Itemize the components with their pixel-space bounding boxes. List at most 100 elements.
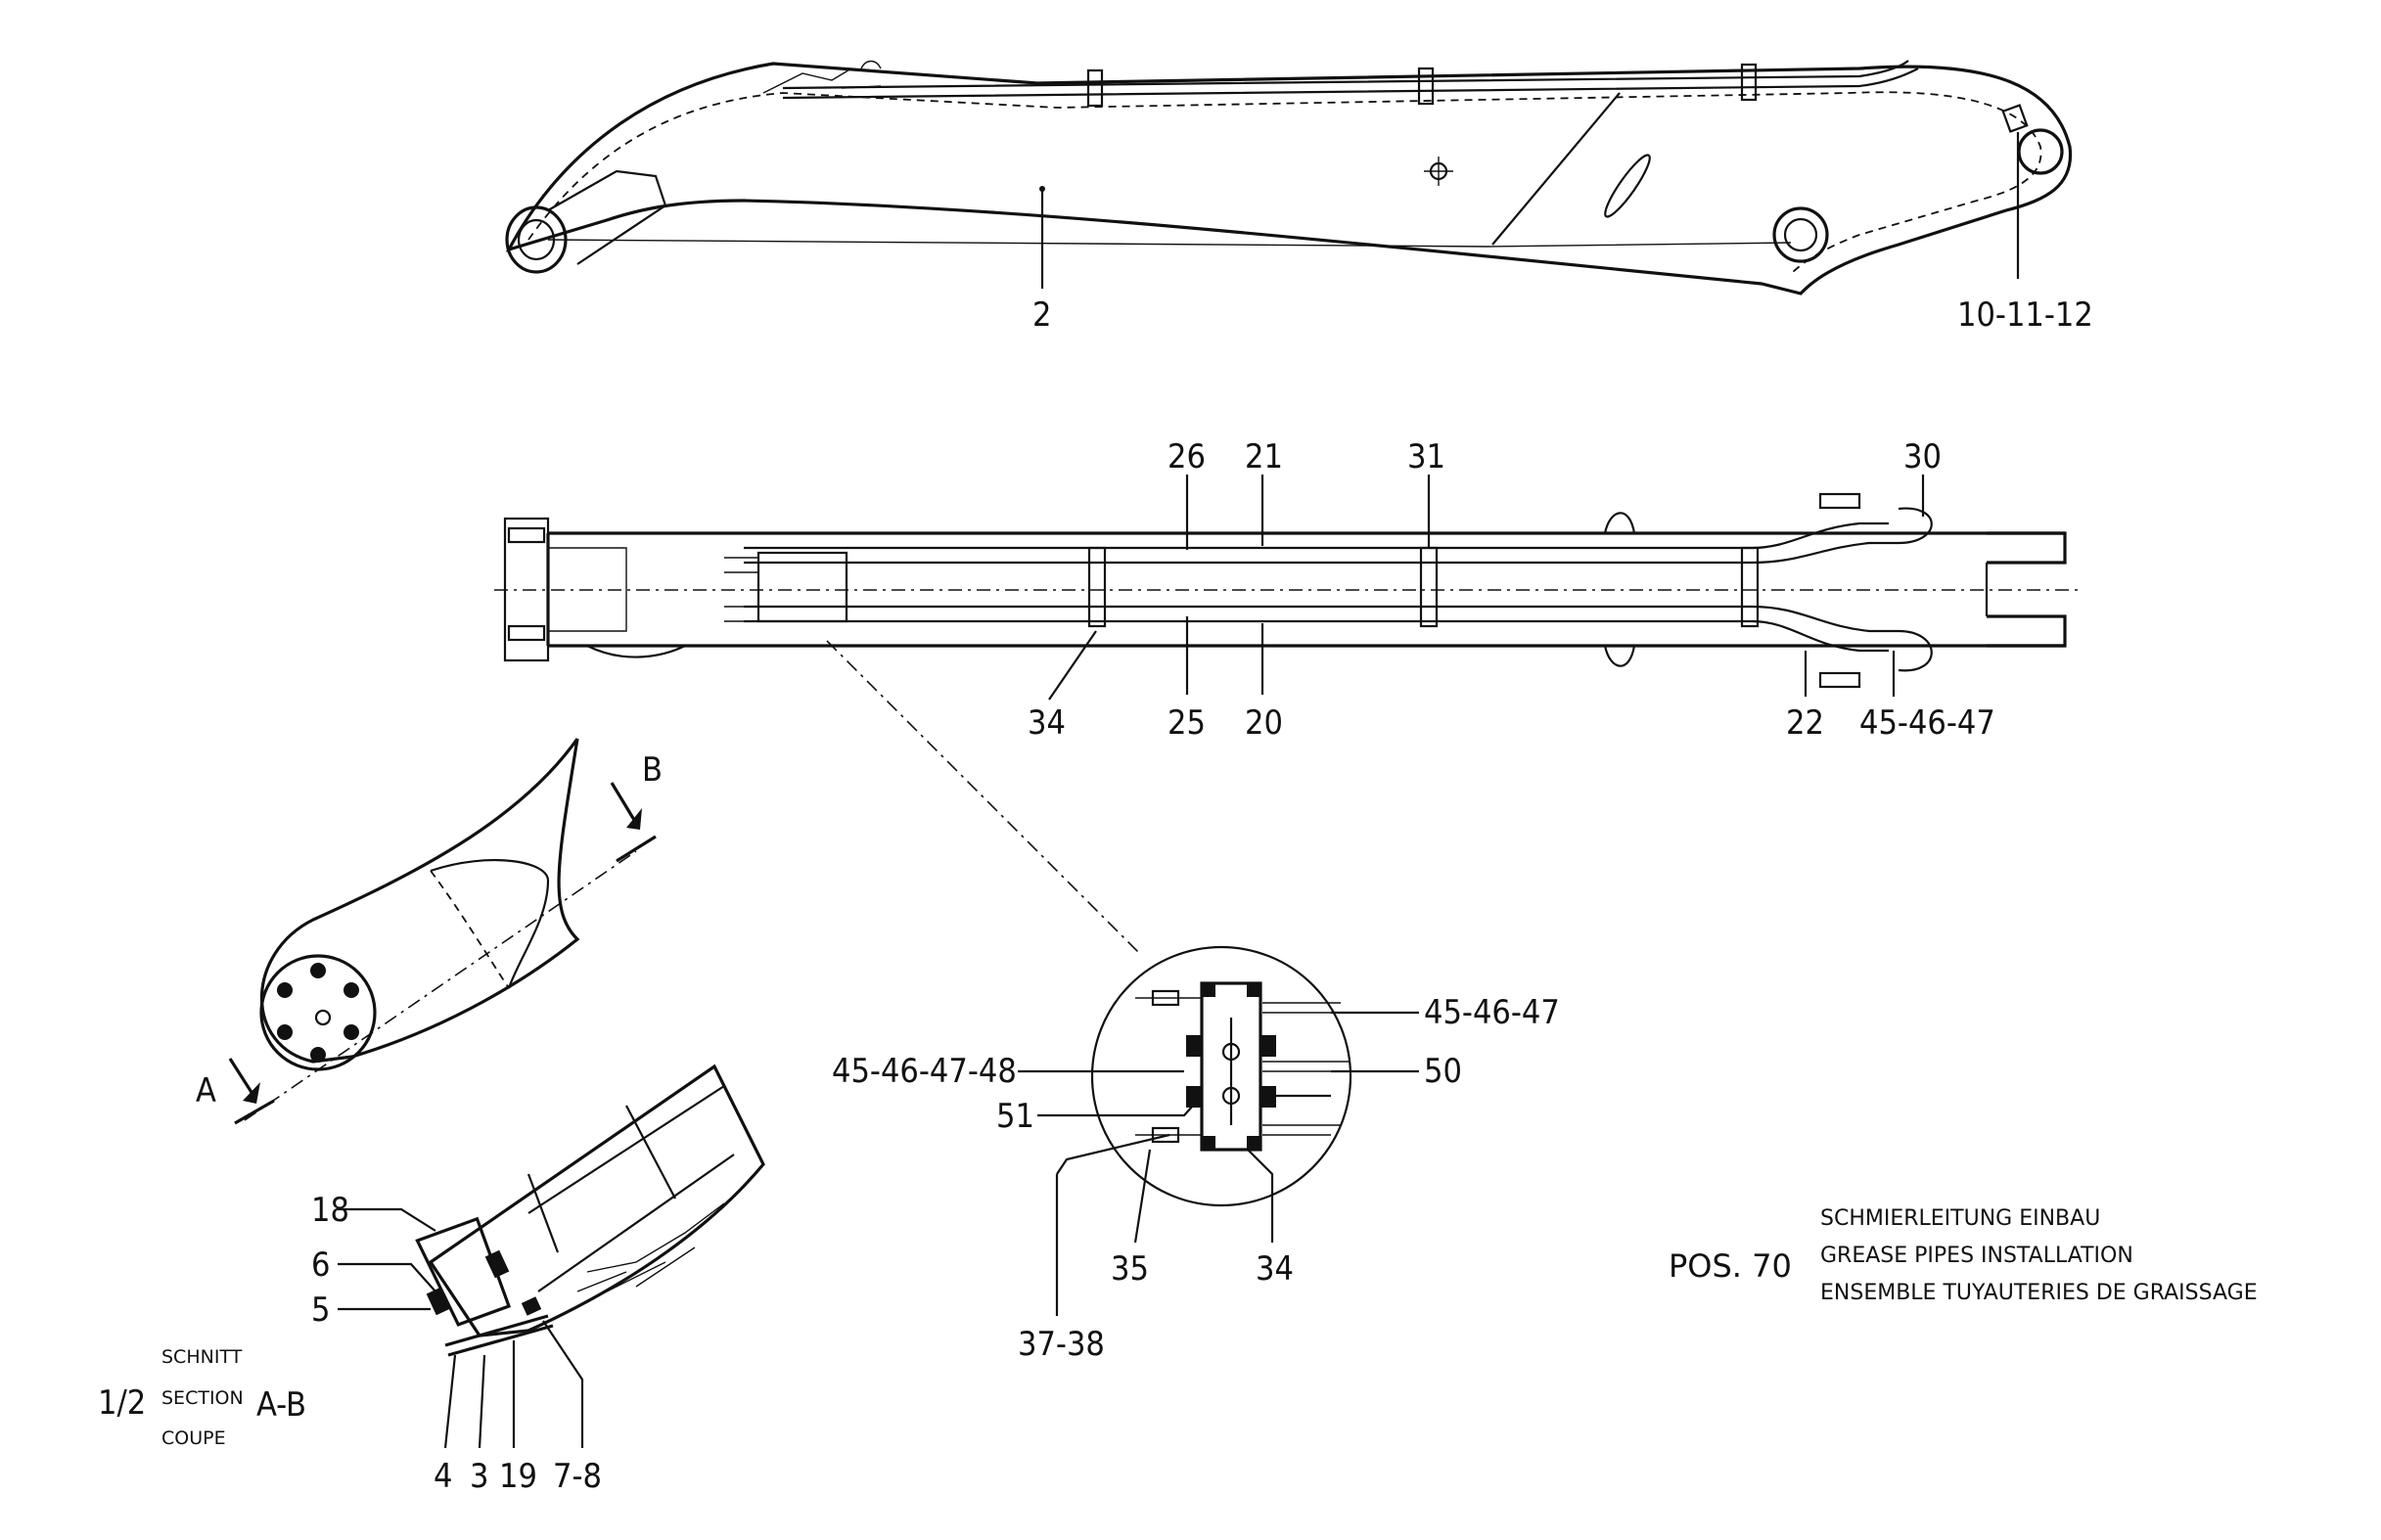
side-pipe-1 [782, 60, 1909, 90]
top-clamp-2 [1419, 546, 1439, 628]
label-30: 30 [1903, 437, 1942, 476]
detail-port-l2 [1186, 1086, 1202, 1108]
detail-pipes [1262, 1002, 1351, 1136]
label-4: 4 [434, 1457, 452, 1496]
side-grease-fitting [2001, 104, 2029, 133]
section-ab-hatch [586, 1202, 725, 1273]
leader-4 [443, 1354, 457, 1449]
section-ab-nut-left [426, 1287, 451, 1316]
top-distributor-ports [724, 557, 758, 622]
label-26: 26 [1168, 437, 1206, 476]
label-3: 3 [470, 1457, 488, 1496]
top-boss-upper [1603, 512, 1636, 534]
section-ab-inner [527, 1085, 725, 1214]
title-fr: ENSEMBLE TUYAUTERIES DE GRAISSAGE [1820, 1281, 2258, 1305]
section-line-ab [244, 850, 637, 1121]
top-left-box [548, 547, 627, 632]
label-25: 25 [1168, 703, 1206, 743]
label-35: 35 [1111, 1249, 1149, 1289]
section-ab-weld-2 [527, 1173, 560, 1253]
side-pivot-end [2017, 128, 2064, 175]
detail-bolt-tl [1202, 983, 1215, 997]
top-right-fork-lower [1987, 614, 2067, 648]
label-5: 5 [311, 1291, 330, 1330]
bolt-4 [310, 1047, 326, 1063]
leader-18 [338, 1207, 436, 1232]
side-clamp-3 [1740, 63, 1758, 102]
detail-fitting-top [1151, 989, 1180, 1007]
arrow-b-head [626, 808, 642, 830]
top-pipe-3 [744, 605, 1899, 633]
side-cylinder-stub [547, 169, 667, 265]
side-diagonal [1491, 92, 1621, 246]
detail-circle [1090, 945, 1352, 1207]
section-ab-plate-2 [447, 1324, 554, 1357]
section-ab-detail: 18 6 5 4 3 19 7-8 1/2 SCHNITT SECTION CO… [98, 1064, 765, 1496]
leader-51 [1037, 1095, 1203, 1117]
detail-port-l1 [1186, 1035, 1202, 1057]
top-pipe-1 [744, 521, 1889, 550]
top-loop-lower [1898, 629, 1933, 672]
detail-port-r1 [1260, 1035, 1276, 1057]
section-ab-inner-2 [537, 1154, 735, 1292]
pos-number: POS. 70 [1669, 1247, 1792, 1285]
top-fitting-upper [1818, 492, 1861, 510]
top-fitting-lower [1818, 671, 1861, 689]
section-ab-washer [521, 1296, 542, 1316]
title-en: GREASE PIPES INSTALLATION [1820, 1244, 2133, 1268]
top-view: 26 21 31 30 34 25 20 22 45-46-47 [494, 437, 2080, 743]
top-left-lug-2 [507, 624, 546, 642]
leader-3 [478, 1354, 486, 1449]
section-caption-id: A-B [256, 1385, 306, 1425]
label-18: 18 [311, 1191, 349, 1230]
label-10-11-12: 10-11-12 [1957, 295, 2093, 335]
label-45-46-47-detail: 45-46-47 [1424, 993, 1560, 1032]
section-caption-de: SCHNITT [161, 1346, 243, 1368]
bolt-5 [277, 1024, 293, 1040]
top-loop-upper [1898, 507, 1933, 545]
detail-port-r2 [1260, 1086, 1276, 1108]
section-ab-plate [444, 1314, 549, 1347]
leader-35 [1133, 1149, 1152, 1244]
label-51: 51 [996, 1097, 1034, 1136]
flange-centre [314, 1009, 332, 1026]
detail-view: 45-46-47 45-46-47-48 50 51 35 34 37-38 [832, 945, 1560, 1364]
label-7-8: 7-8 [553, 1457, 602, 1496]
top-boss-lower [1603, 645, 1636, 667]
bolt-2 [343, 982, 359, 998]
leader-37-38 [1056, 1133, 1170, 1175]
label-21: 21 [1245, 437, 1283, 476]
section-inner-curve [430, 858, 550, 989]
section-scale: 1/2 [98, 1383, 146, 1423]
label-34-detail: 34 [1256, 1249, 1294, 1289]
label-6: 6 [311, 1246, 330, 1285]
detail-bolt-tr [1247, 983, 1260, 997]
side-pivot-right-inner [1783, 217, 1818, 252]
arrow-a-stem [228, 1058, 254, 1095]
side-pivot-right [1772, 206, 1829, 263]
side-view: 2 10-11-12 [505, 60, 2093, 335]
section-cut-b [616, 835, 657, 863]
marker-b: B [642, 750, 663, 790]
section-ab-weld-1 [625, 1105, 676, 1200]
section-caption-fr: COUPE [161, 1427, 226, 1449]
top-clamp-3 [1740, 546, 1760, 628]
detail-bolt-br [1247, 1136, 1260, 1150]
section-ab-nut-right [484, 1249, 510, 1279]
label-50: 50 [1424, 1052, 1462, 1091]
side-pivot-left-inner [517, 218, 556, 261]
label-2: 2 [1032, 295, 1051, 335]
top-distributor-block [756, 551, 848, 623]
bolt-3 [343, 1024, 359, 1040]
side-fittings [762, 60, 882, 94]
side-clamp-1 [1086, 68, 1104, 108]
bolt-1 [310, 963, 326, 978]
arrow-a-head [243, 1082, 260, 1104]
side-pivot-left [505, 205, 568, 274]
section-arm-outline [259, 738, 580, 1064]
side-clamp-2 [1417, 67, 1435, 106]
bolt-6 [277, 982, 293, 998]
title-de: SCHMIERLEITUNG EINBAU [1820, 1206, 2100, 1231]
arrow-b-stem [610, 782, 636, 821]
